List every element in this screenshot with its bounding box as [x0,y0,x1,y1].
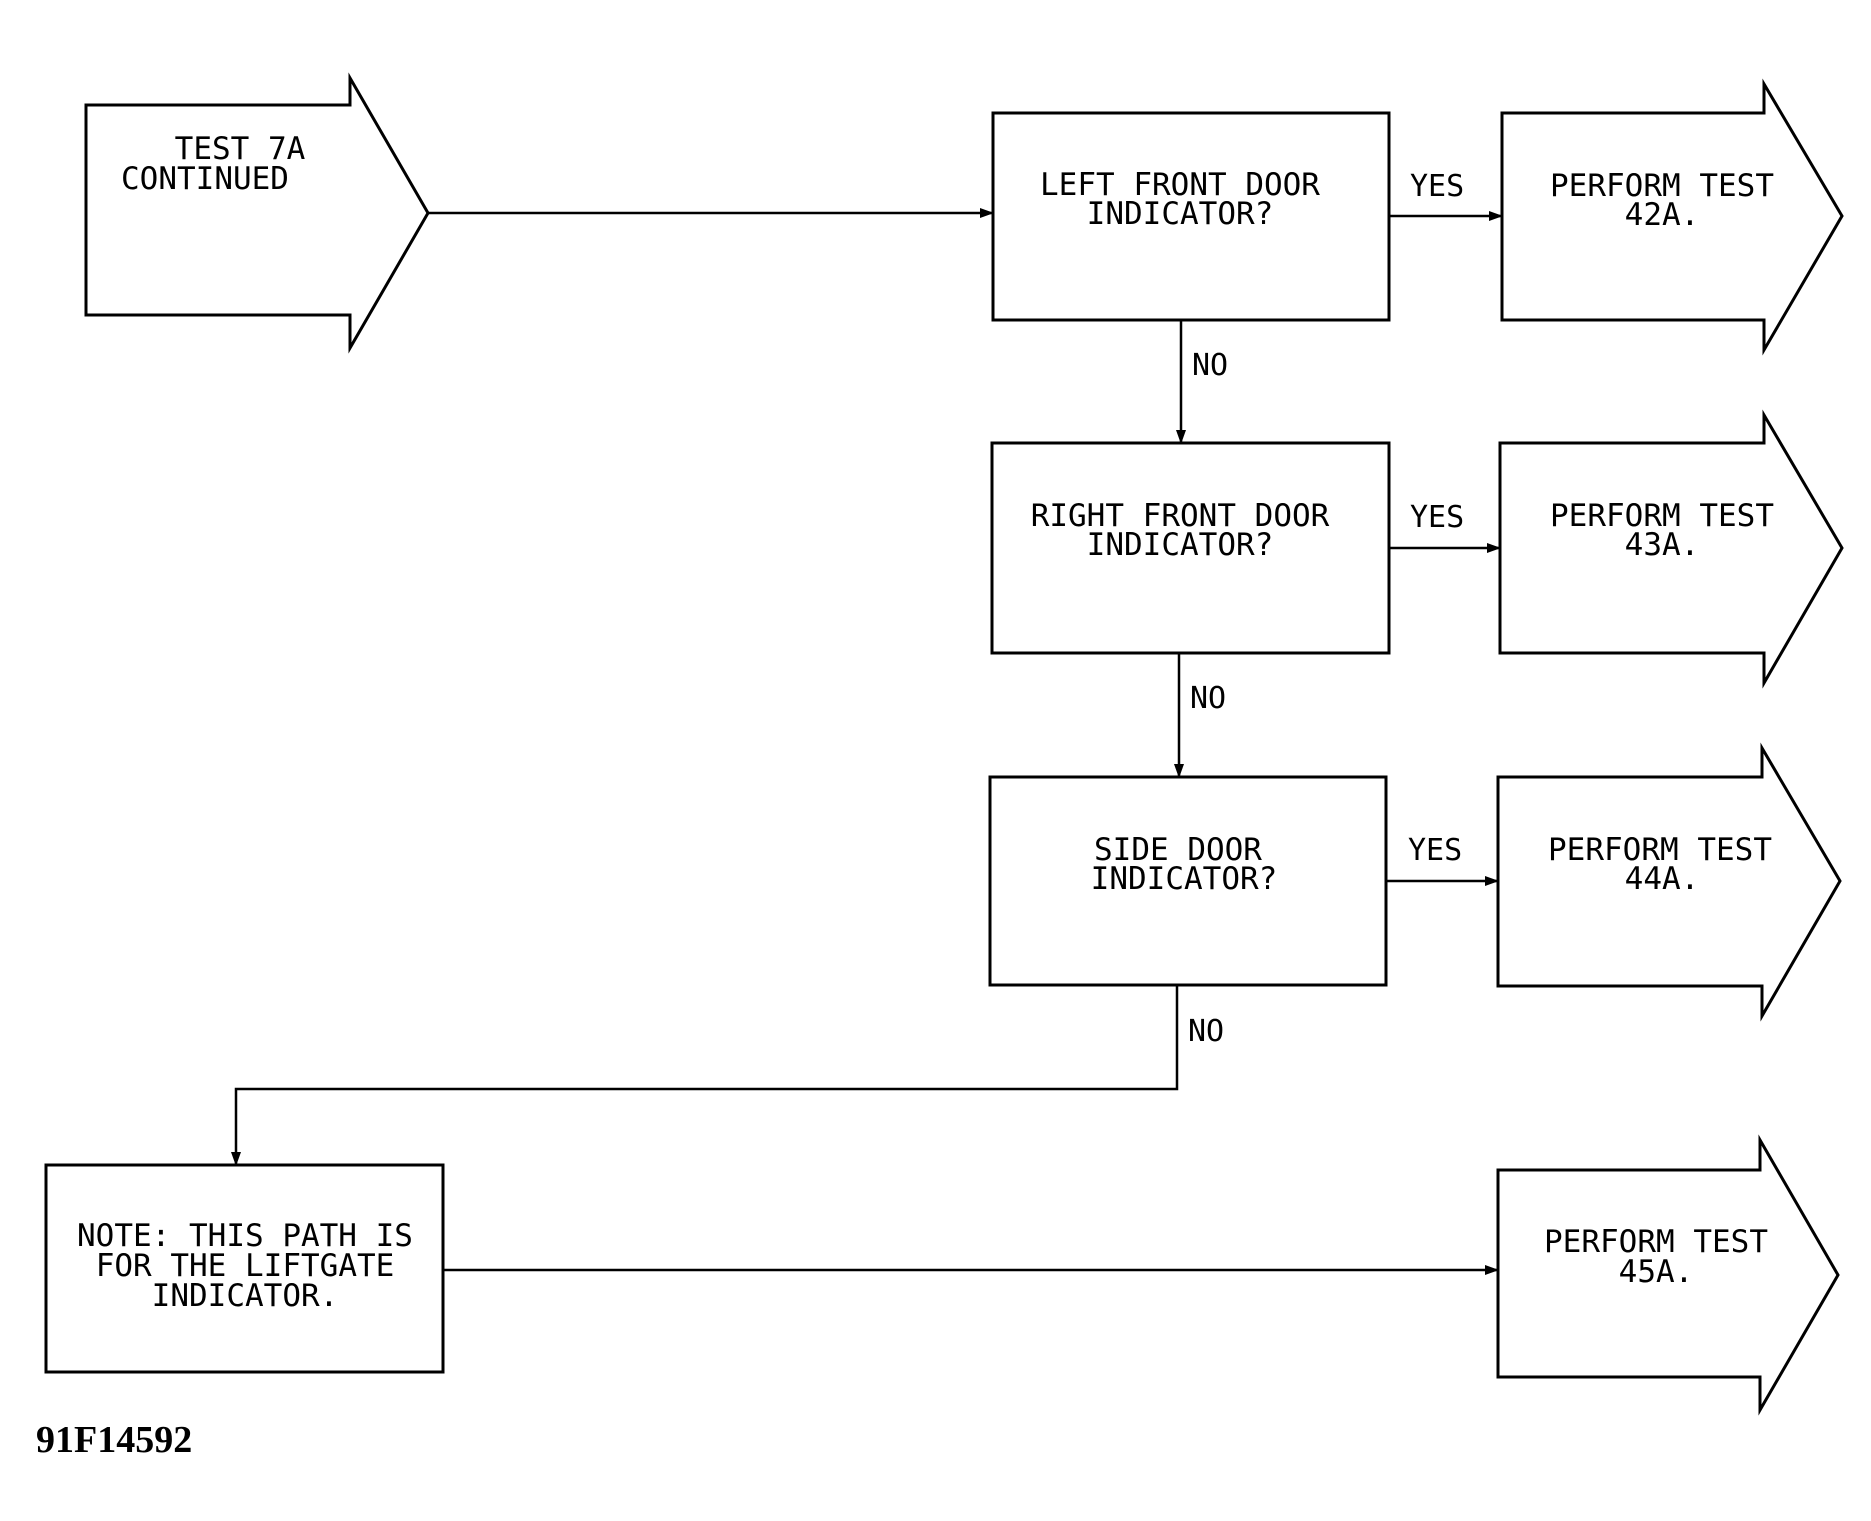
outcome-arrow-44a: PERFORM TEST 44A. [1496,742,1842,1022]
figure-id: 91F14592 [36,1419,192,1461]
yes-label-1: YES [1410,169,1464,204]
start-label-line-1: TEST 7A [175,131,306,167]
no-label-3: NO [1188,1014,1224,1049]
note-line-1: NOTE: THIS PATH IS [77,1218,413,1254]
decision-left-front-door: LEFT FRONT DOOR INDICATOR? [991,111,1391,322]
outcome-45a-line-2: 45A. [1619,1254,1694,1290]
no-label-2: NO [1190,681,1226,716]
yes-label-2: YES [1410,500,1464,535]
outcome-44a-line-2: 44A. [1625,861,1700,897]
decision-3-line-2: INDICATOR? [1091,861,1278,897]
note-box: NOTE: THIS PATH IS FOR THE LIFTGATE INDI… [44,1163,445,1374]
outcome-44a-line-1: PERFORM TEST [1548,832,1772,868]
decision-3-line-1: SIDE DOOR [1094,832,1262,868]
outcome-43a-line-2: 43A. [1625,527,1700,563]
outcome-42a-line-1: PERFORM TEST [1550,168,1774,204]
note-line-2: FOR THE LIFTGATE [96,1248,395,1284]
connector-side-door-no [231,985,1179,1166]
yes-label-3: YES [1408,833,1462,868]
no-label-1: NO [1192,348,1228,383]
outcome-45a-line-1: PERFORM TEST [1544,1224,1768,1260]
outcome-42a-line-2: 42A. [1625,197,1700,233]
decision-2-line-2: INDICATOR? [1087,527,1274,563]
start-arrow: TEST 7A CONTINUED [84,72,430,354]
decision-side-door: SIDE DOOR INDICATOR? [988,775,1388,987]
decision-1-line-2: INDICATOR? [1087,196,1274,232]
decision-1-line-1: LEFT FRONT DOOR [1040,167,1320,203]
outcome-arrow-42a: PERFORM TEST 42A. [1500,78,1844,356]
note-line-3: INDICATOR. [152,1278,339,1314]
decision-right-front-door: RIGHT FRONT DOOR INDICATOR? [990,441,1391,655]
outcome-43a-line-1: PERFORM TEST [1550,498,1774,534]
outcome-arrow-43a: PERFORM TEST 43A. [1498,409,1844,689]
decision-2-line-1: RIGHT FRONT DOOR [1031,498,1330,534]
outcome-arrow-45a: PERFORM TEST 45A. [1496,1134,1840,1416]
start-label-line-2: CONTINUED [121,161,289,197]
